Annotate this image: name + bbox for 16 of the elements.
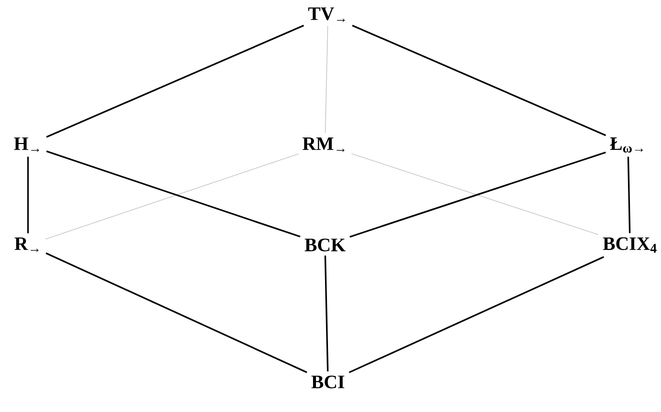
line [627,156,631,234]
line [325,26,328,134]
node-label: BCI [311,376,344,388]
line [46,252,308,374]
node-label: BCK [304,238,346,252]
line [27,156,29,234]
line [324,256,329,372]
line [46,24,304,138]
node-label: Ł$_{ω→}$ [610,137,643,153]
line [348,256,604,374]
node-label: R$_{→}$ [14,237,39,252]
line [352,24,606,136]
node-label: TV$_{→}$ [308,7,345,22]
node-label: RM$_{→}$ [302,137,345,152]
node-label: BCIX$_{4}$ [602,237,657,253]
node-label: H$_{→}$ [14,137,40,152]
